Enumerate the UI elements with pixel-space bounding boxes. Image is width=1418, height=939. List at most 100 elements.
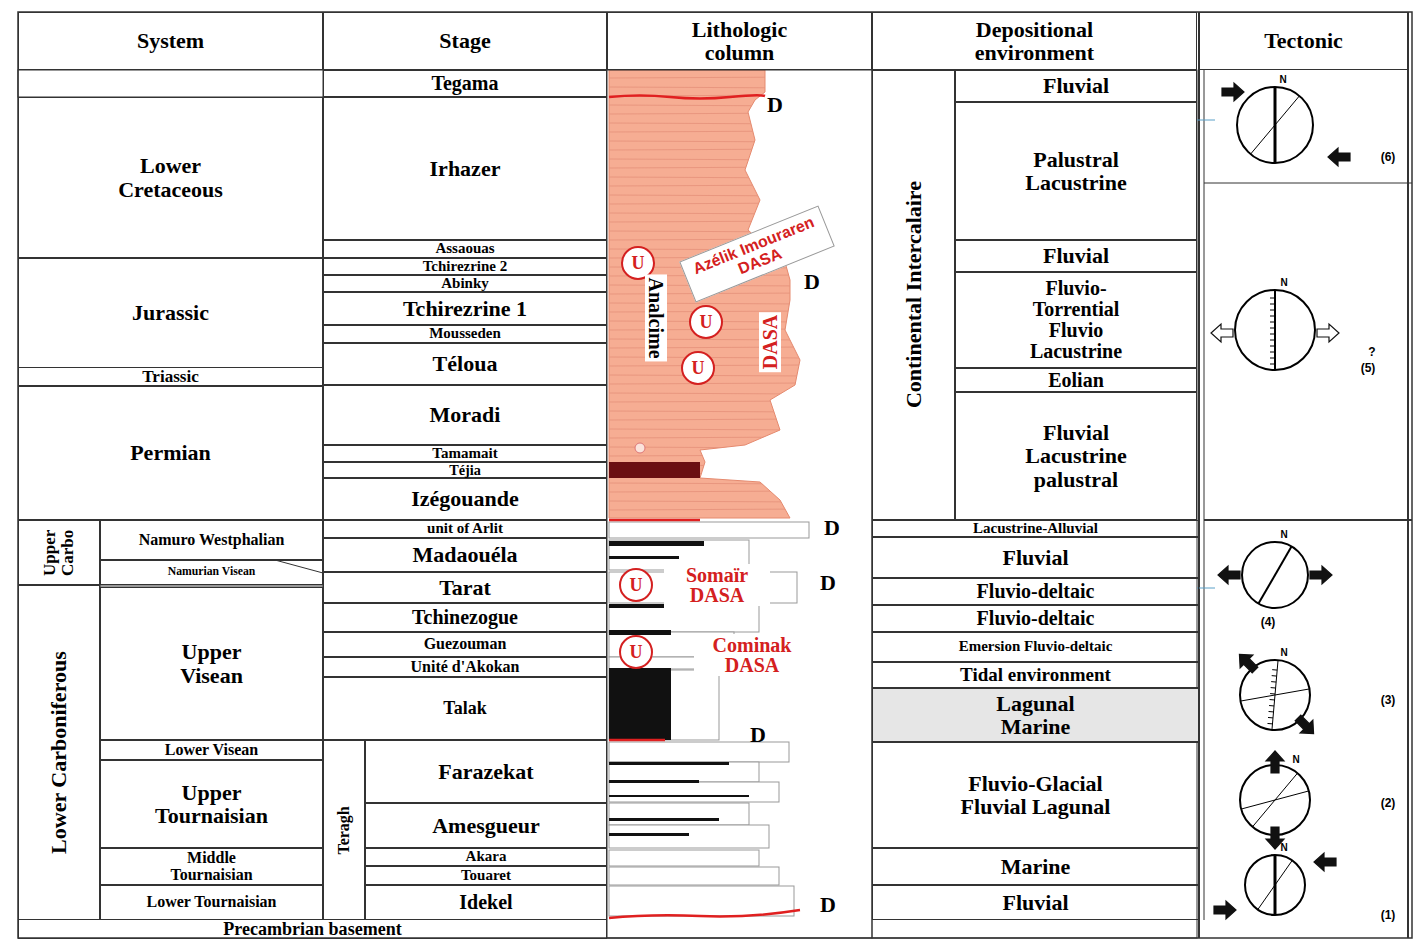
cell-text: Fluvial Lacustrine palustral: [996, 421, 1156, 490]
environment-cell: Lagunal Marine: [872, 688, 1199, 742]
system-cell: Upper Tournaisian: [100, 760, 323, 848]
stage-cell: Tchirezrine 1: [323, 292, 607, 325]
cell-text: Abinky: [441, 276, 489, 292]
header-cell: Tectonic: [1199, 12, 1408, 70]
stage-cell: Abinky: [323, 275, 607, 292]
cell-text: Guezouman: [424, 636, 507, 653]
callout-number: (4): [1261, 616, 1276, 628]
environment-cell: Eolian: [955, 368, 1197, 392]
callout-number: (2): [1381, 797, 1396, 809]
uranium-mark: U: [632, 254, 645, 273]
system-cell: Namurian Visean: [100, 560, 323, 585]
environment-cell: Marine: [872, 848, 1199, 885]
environment-cell: Lacustrine-Alluvial: [872, 520, 1199, 537]
cell-text: Upper Tournaisian: [132, 781, 292, 827]
cell-text: Tchinezogue: [412, 607, 518, 628]
cell-text: Fluvial: [1002, 546, 1068, 569]
cell-text: Amesgueur: [432, 814, 540, 837]
header-cell: Lithologic column: [607, 12, 872, 70]
unconformity-mark: D: [750, 724, 766, 746]
callout-number: (5): [1361, 362, 1376, 374]
unconformity-mark: D: [767, 94, 783, 116]
stage-cell: Izégouande: [323, 478, 607, 520]
environment-cell: Fluvial: [872, 885, 1199, 920]
header-cell: System: [18, 12, 323, 70]
cell-text: Unité d'Akokan: [411, 659, 520, 676]
uranium-mark: U: [700, 313, 713, 332]
cell-text: Tchirezrine 1: [403, 297, 527, 320]
stage-cell: Madaouéla: [323, 538, 607, 572]
stage-cell: Teragh: [323, 740, 365, 920]
cell-text: Akara: [466, 849, 507, 865]
cell-text: Mousseden: [429, 326, 501, 342]
stage-cell: Touaret: [365, 866, 607, 885]
deposit-label: Somaïr DASA: [664, 564, 770, 606]
environment-cell: Fluvio-deltaic: [872, 605, 1199, 632]
cell-text: Upper Visean: [167, 640, 257, 686]
cell-text: Emersion Fluvio-deltaic: [956, 639, 1116, 655]
cell-text: Precambrian basement: [223, 920, 401, 939]
environment-cell: Fluvio-deltaic: [872, 578, 1199, 605]
table-frame: [18, 12, 1412, 938]
environment-cell: Fluvio- Torrential Fluvio Lacustrine: [955, 272, 1197, 368]
unconformity-mark: D: [824, 517, 840, 539]
cell-text: Tidal environment: [960, 665, 1111, 685]
cell-text: Touaret: [461, 868, 511, 884]
cell-text: Lacustrine-Alluvial: [973, 521, 1098, 537]
cell-text: Namurian Visean: [167, 566, 257, 578]
stage-cell: Mousseden: [323, 325, 607, 343]
system-cell: Permian: [18, 386, 323, 520]
cell-text: Lithologic column: [655, 18, 825, 64]
stage-cell: Amesgueur: [365, 803, 607, 848]
cell-text: Téjia: [449, 463, 481, 478]
uranium-circle: U: [689, 305, 723, 339]
environment-cell: Emersion Fluvio-deltaic: [872, 632, 1199, 662]
stage-cell: Moradi: [323, 385, 607, 445]
stage-cell: Guezouman: [323, 632, 607, 657]
callout-number: (1): [1381, 909, 1396, 921]
system-cell: Upper Visean: [100, 587, 323, 740]
stage-cell: Tarat: [323, 572, 607, 603]
cell-text: Continental Intercalaire: [902, 75, 925, 515]
cell-text: Namuro Westphalian: [137, 532, 287, 549]
cell-text: Lower Cretaceous: [86, 154, 256, 200]
cell-text: Fluvio-deltaic: [977, 608, 1095, 629]
cell-text: Tegama: [431, 73, 498, 94]
cell-text: Fluvio- Torrential Fluvio Lacustrine: [1014, 278, 1139, 362]
cell-text: Fluvio-Glacial Fluvial Lagunal: [951, 772, 1121, 818]
north-mark: N: [1280, 843, 1287, 853]
stereonets: [1211, 83, 1350, 919]
north-mark: N: [1280, 530, 1287, 540]
cell-text: Tamamait: [432, 446, 497, 462]
cell-text: Farazekat: [438, 760, 533, 783]
cell-text: Tchirezrine 2: [423, 259, 508, 275]
stage-cell: Akara: [365, 848, 607, 866]
system-cell: Upper Carbo: [18, 520, 100, 585]
cell-text: Marine: [1001, 855, 1071, 878]
north-mark: N: [1279, 75, 1286, 85]
uranium-circle: U: [619, 568, 653, 602]
unconformity-mark: D: [820, 572, 836, 594]
stage-cell: Téloua: [323, 343, 607, 385]
stage-cell: Talak: [323, 677, 607, 740]
lithologic-drawing: [609, 70, 810, 918]
cell-text: Eolian: [1048, 370, 1104, 391]
cell-text: Depositional environment: [935, 18, 1135, 64]
environment-cell: Fluvial: [872, 537, 1199, 578]
system-cell: Namuro Westphalian: [100, 520, 323, 560]
cell-text: Fluvio-deltaic: [977, 581, 1095, 602]
cell-text: Tectonic: [1264, 29, 1343, 52]
uranium-mark: U: [630, 576, 643, 595]
header-cell: Depositional environment: [872, 12, 1197, 70]
system-cell: Middle Tournaisian: [100, 848, 323, 885]
stage-cell: Irhazer: [323, 97, 607, 240]
cell-text: Tarat: [439, 576, 491, 599]
cell-text: Permian: [130, 441, 211, 464]
cell-text: Upper Carbo: [41, 522, 77, 584]
stage-cell: Tchinezogue: [323, 603, 607, 632]
cell-text: Madaouéla: [412, 543, 517, 566]
stage-cell: unit of Arlit: [323, 520, 607, 538]
stage-cell: Assaouas: [323, 240, 607, 258]
north-mark: N: [1280, 648, 1287, 658]
